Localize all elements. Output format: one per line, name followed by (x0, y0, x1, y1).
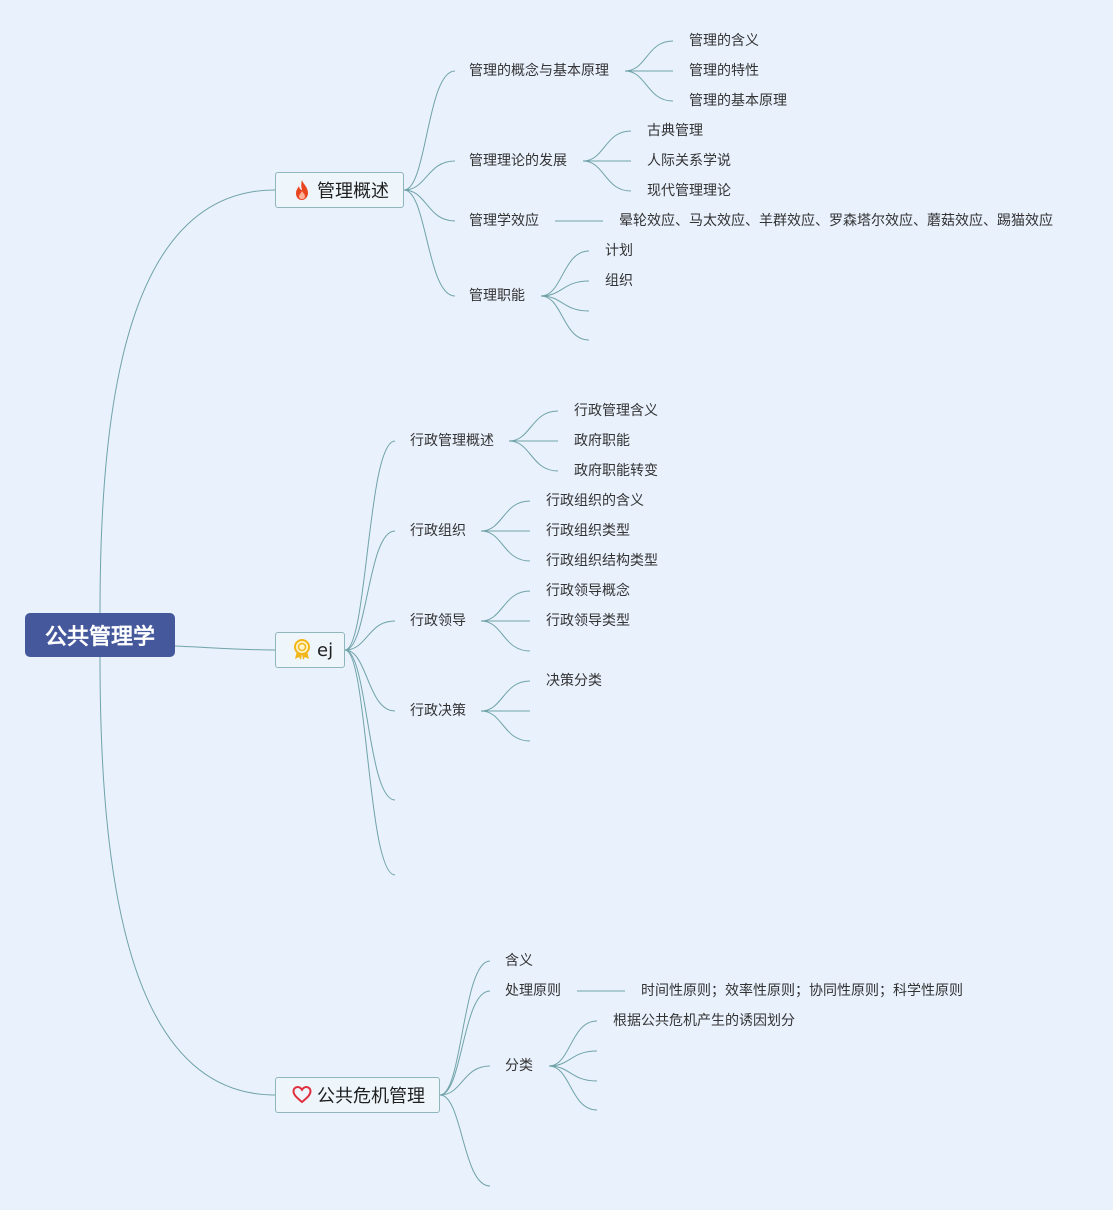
connector-44 (548, 1065, 598, 1111)
connector-42 (548, 1050, 598, 1067)
connector-30 (480, 590, 531, 622)
connector-29 (480, 530, 531, 562)
leaf-effects-list[interactable]: 晕轮效应、马太效应、羊群效应、罗森塔尔效应、蘑菇效应、踢猫效应 (619, 213, 1053, 229)
leaf-decision-classification[interactable]: 决策分类 (546, 673, 602, 689)
leaf-leadership-concept[interactable]: 行政领导概念 (546, 583, 630, 599)
subtopic-admin-organization[interactable]: 行政组织 (410, 523, 466, 539)
connector-12 (582, 160, 632, 192)
connector-33 (480, 680, 531, 712)
award-ribbon-icon (292, 639, 312, 661)
leaf-basic-principles[interactable]: 管理的基本原理 (689, 93, 787, 109)
connector-6 (403, 189, 456, 297)
leaf-meaning[interactable]: 管理的含义 (689, 33, 759, 49)
subtopic-management-effects[interactable]: 管理学效应 (469, 213, 539, 229)
leaf-planning[interactable]: 计划 (605, 243, 633, 259)
leaf-characteristics[interactable]: 管理的特性 (689, 63, 759, 79)
leaf-function-transformation[interactable]: 政府职能转变 (574, 463, 658, 479)
connector-24 (508, 410, 559, 442)
subtopic-handling-principles[interactable]: 处理原则 (505, 983, 561, 999)
subtopic-crisis-meaning[interactable]: 含义 (505, 953, 533, 969)
topic-label: ej (317, 639, 334, 661)
connector-41 (548, 1020, 598, 1067)
leaf-classification-by-cause[interactable]: 根据公共危机产生的诱因划分 (613, 1013, 795, 1029)
connector-23 (344, 649, 396, 876)
leaf-leadership-types[interactable]: 行政领导类型 (546, 613, 630, 629)
connector-22 (344, 649, 396, 801)
connector-5 (403, 189, 456, 222)
connector-17 (540, 295, 590, 341)
connector-0 (99, 189, 276, 614)
leaf-admin-meaning[interactable]: 行政管理含义 (574, 403, 658, 419)
connector-14 (540, 250, 590, 297)
leaf-organizing[interactable]: 组织 (605, 273, 633, 289)
subtopic-management-functions[interactable]: 管理职能 (469, 288, 525, 304)
fire-icon (292, 179, 312, 201)
topic-label: 公共危机管理 (317, 1086, 425, 1107)
connector-1 (99, 656, 276, 1096)
topic-ej[interactable]: ej (275, 632, 345, 668)
connector-7 (624, 40, 674, 72)
connector-15 (540, 280, 590, 297)
leaf-government-functions[interactable]: 政府职能 (574, 433, 630, 449)
heart-outline-icon (292, 1085, 312, 1105)
connector-20 (344, 620, 396, 651)
connector-18 (344, 440, 396, 651)
root-topic[interactable]: 公共管理学 (25, 613, 175, 657)
subtopic-admin-decision[interactable]: 行政决策 (410, 703, 466, 719)
subtopic-admin-leadership[interactable]: 行政领导 (410, 613, 466, 629)
subtopic-admin-overview[interactable]: 行政管理概述 (410, 433, 494, 449)
connector-2 (174, 645, 276, 651)
connector-3 (403, 70, 456, 191)
connector-38 (439, 1065, 491, 1096)
connector-10 (582, 130, 632, 162)
connector-36 (439, 960, 491, 1096)
connector-19 (344, 530, 396, 651)
connector-35 (480, 710, 531, 742)
connector-27 (480, 500, 531, 532)
connector-37 (439, 990, 491, 1096)
connector-39 (439, 1094, 491, 1187)
leaf-modern-theory[interactable]: 现代管理理论 (647, 183, 731, 199)
leaf-org-meaning[interactable]: 行政组织的含义 (546, 493, 644, 509)
subtopic-classification[interactable]: 分类 (505, 1058, 533, 1074)
root-topic-label: 公共管理学 (44, 625, 155, 650)
leaf-principles-list[interactable]: 时间性原则；效率性原则；协同性原则；科学性原则 (641, 983, 963, 999)
subtopic-theory-development[interactable]: 管理理论的发展 (469, 153, 567, 169)
connector-9 (624, 70, 674, 102)
connector-21 (344, 649, 396, 712)
leaf-human-relations[interactable]: 人际关系学说 (647, 153, 731, 169)
topic-public-crisis-management[interactable]: 公共危机管理 (275, 1077, 440, 1113)
leaf-classical[interactable]: 古典管理 (647, 123, 703, 139)
leaf-org-structure-types[interactable]: 行政组织结构类型 (546, 553, 658, 569)
connector-26 (508, 440, 559, 472)
connector-4 (403, 160, 456, 191)
topic-management-overview[interactable]: 管理概述 (275, 172, 404, 208)
topic-label: 管理概述 (317, 181, 389, 202)
leaf-org-types[interactable]: 行政组织类型 (546, 523, 630, 539)
subtopic-concept-principles[interactable]: 管理的概念与基本原理 (469, 63, 609, 79)
connector-32 (480, 620, 531, 652)
